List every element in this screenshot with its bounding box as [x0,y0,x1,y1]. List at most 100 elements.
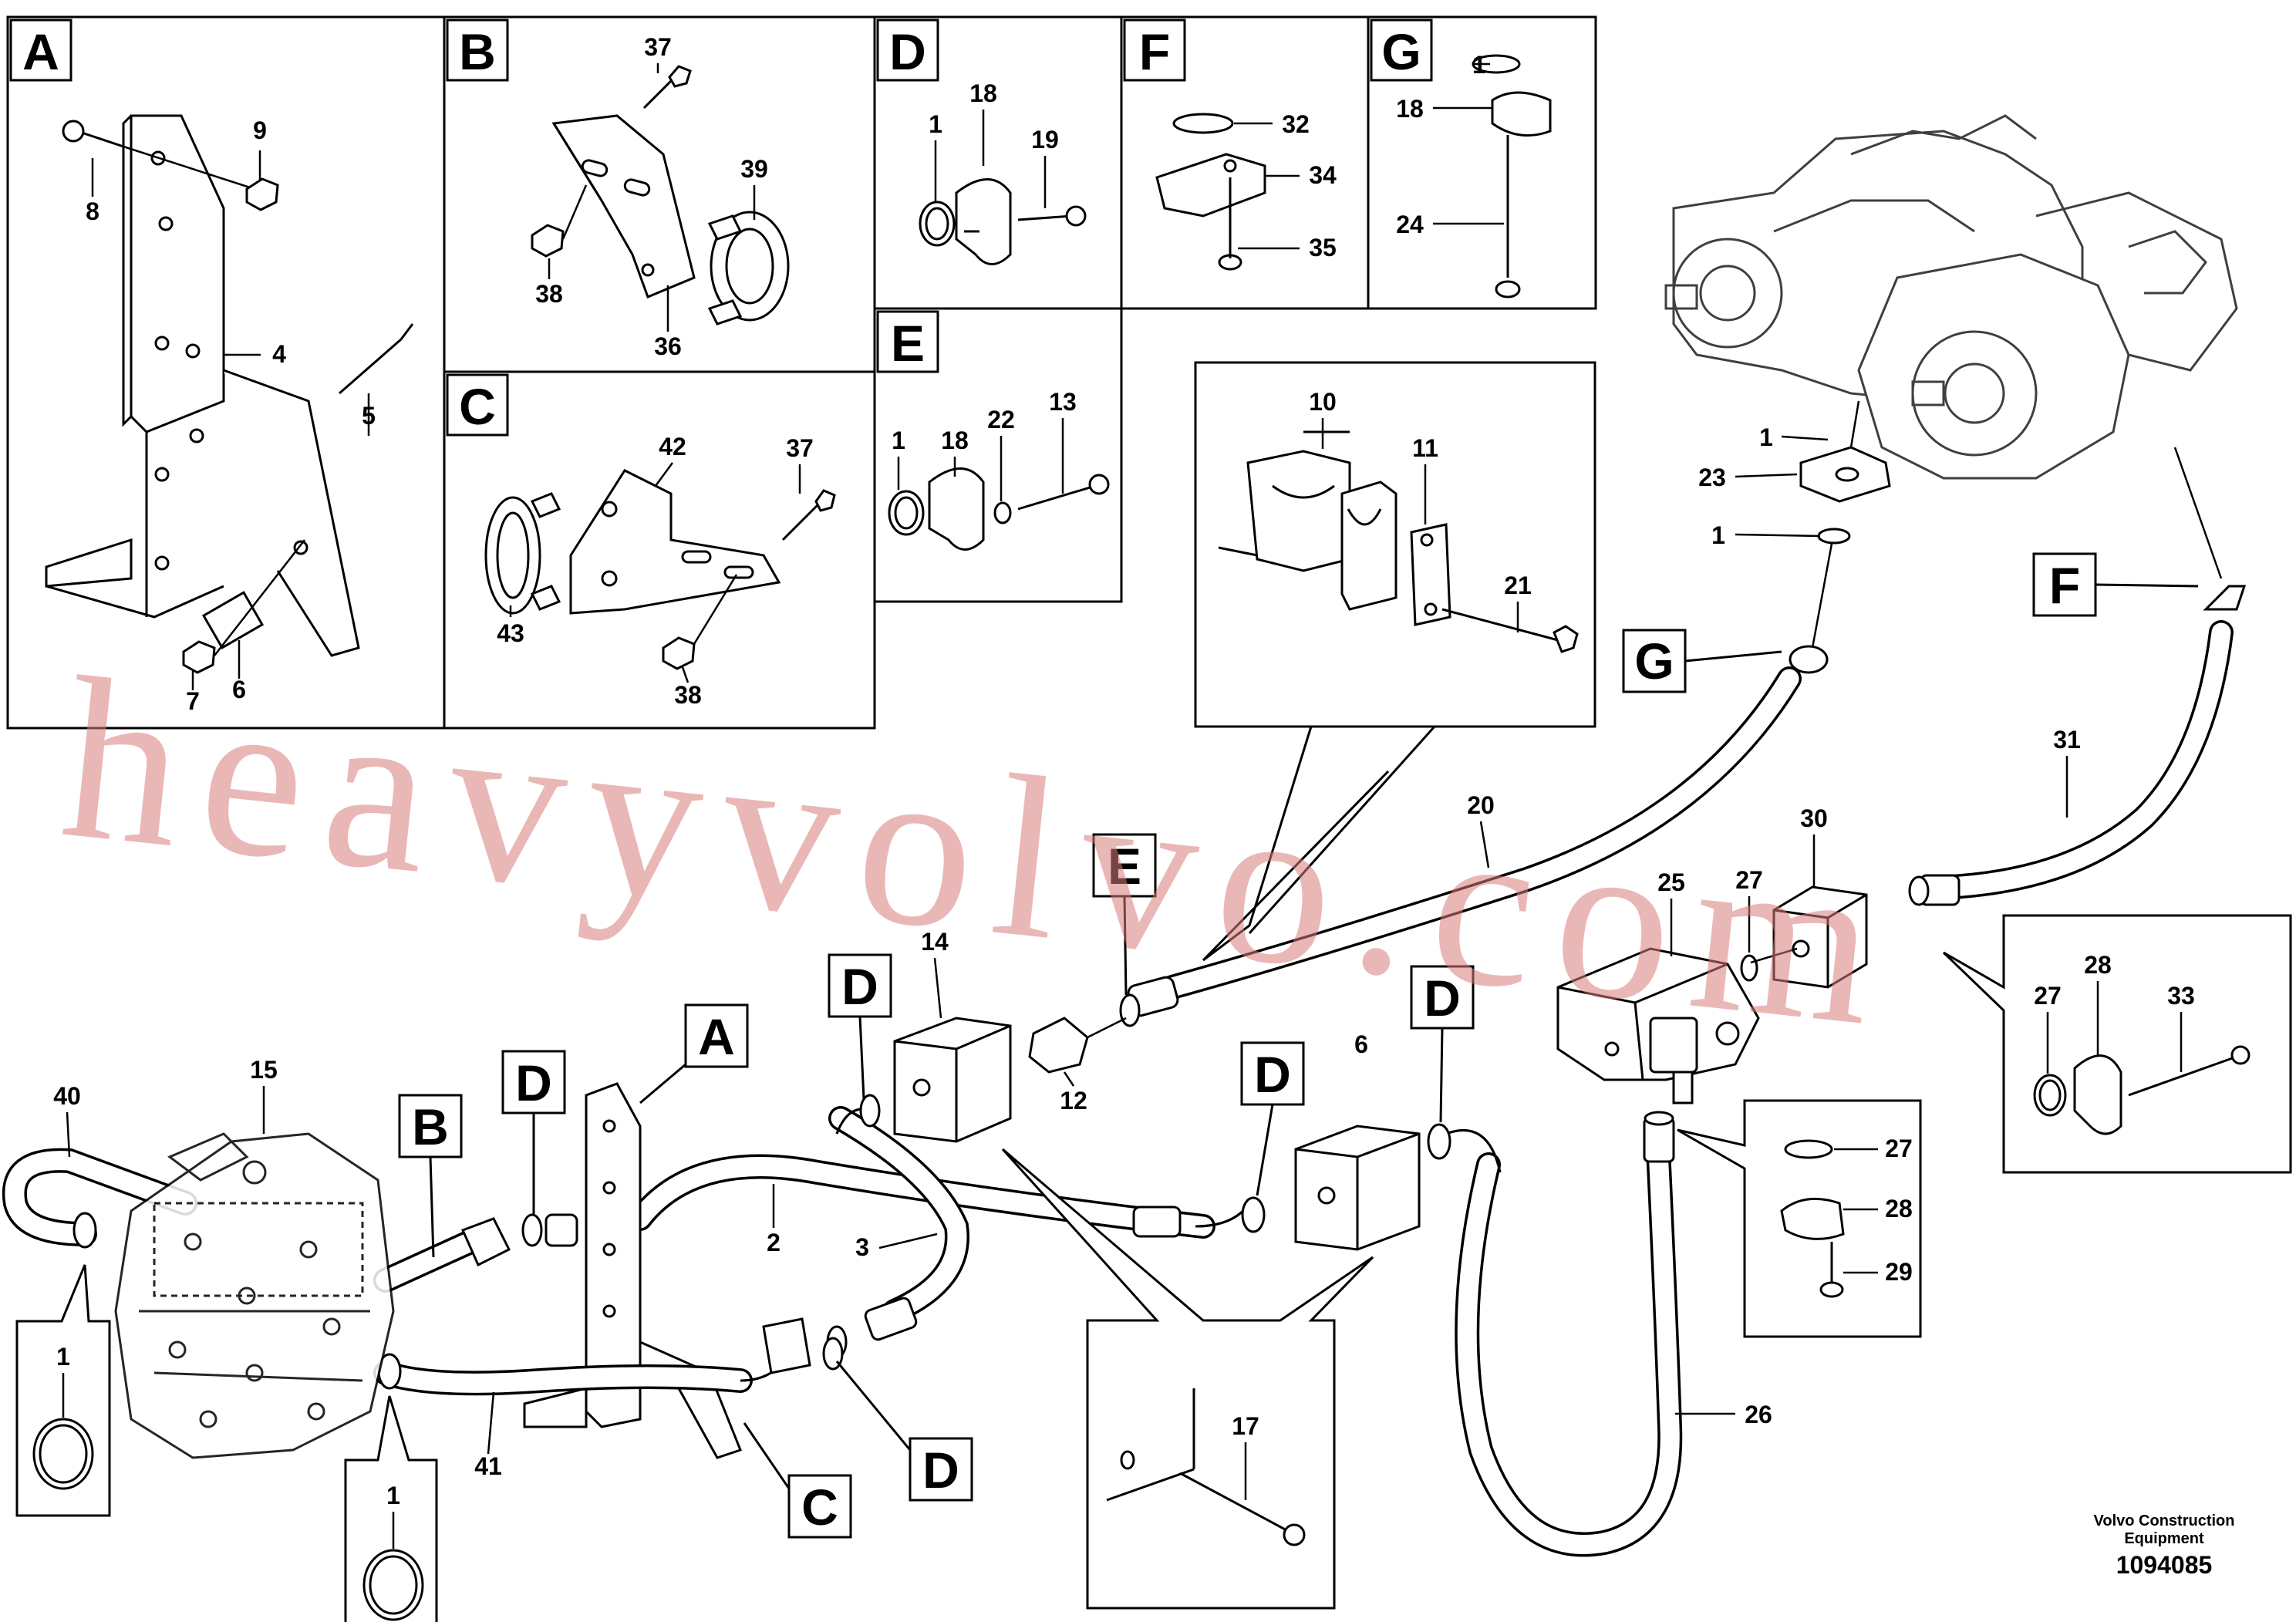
inset-oring-left: 1 [15,1264,111,1517]
inset-27-28-29: 27 28 29 [1677,1099,1922,1338]
svg-text:22: 22 [987,406,1015,433]
svg-text:1: 1 [1759,423,1773,451]
svg-text:31: 31 [2053,726,2081,754]
svg-text:28: 28 [2084,951,2112,979]
callout-e: E [1092,833,1157,996]
panel-letter-c: C [446,373,509,437]
svg-text:6: 6 [232,676,246,703]
callout-d-3: D [1410,965,1475,1123]
svg-text:7: 7 [186,687,200,715]
callout-d-2: D [1240,1041,1305,1196]
hose-20 [1119,645,1829,1027]
svg-text:18: 18 [969,79,997,107]
main-valve-number: 15 [250,1056,278,1134]
svg-text:11: 11 [1412,434,1438,462]
hose-2-3-numbers: 2 3 [767,1184,938,1261]
watermark: heavyvolvo.com [52,629,1907,1076]
valve-25 [1556,947,1760,1104]
pump-fittings [1799,400,2223,649]
panel-d-part-numbers: 18 1 19 [929,79,1059,208]
svg-text:14: 14 [921,928,949,956]
svg-text:8: 8 [86,197,99,225]
callout-d-1: D [828,953,892,1100]
callout-g: G [1622,629,1782,693]
svg-text:33: 33 [2167,982,2195,1010]
svg-text:17: 17 [1232,1412,1259,1440]
block-30-numbers: 30 27 [1735,804,1828,953]
hose-3 [826,1094,969,1359]
svg-text:23: 23 [1698,464,1726,491]
inset-27-28-33: 27 28 33 [1942,914,2292,1174]
svg-text:19: 19 [1031,126,1059,153]
svg-text:28: 28 [1885,1195,1913,1222]
svg-text:27: 27 [2034,982,2062,1010]
svg-text:37: 37 [644,33,672,61]
svg-text:B: B [459,23,496,80]
svg-text:3: 3 [855,1233,869,1261]
svg-text:27: 27 [1885,1135,1913,1162]
svg-text:38: 38 [674,681,702,709]
svg-text:25: 25 [1657,868,1685,896]
svg-text:24: 24 [1396,211,1424,238]
hose-26-number: 26 [1675,1401,1772,1428]
panel-letter-d: D [876,19,939,82]
svg-text:35: 35 [1309,234,1337,261]
detail-clamp-part-numbers: 10 11 21 [1309,388,1532,632]
callout-a: A [639,1003,749,1104]
svg-text:12: 12 [1060,1087,1087,1114]
svg-text:10: 10 [1309,388,1337,416]
callout-b: B [398,1094,463,1258]
panel-c-drawing [484,469,836,670]
svg-text:18: 18 [1396,95,1424,123]
svg-text:40: 40 [53,1082,81,1110]
svg-text:E: E [1108,838,1141,895]
svg-text:9: 9 [253,116,267,144]
svg-text:36: 36 [654,332,682,360]
hose-2 [628,1154,1266,1239]
pipe-40 [2,1148,197,1249]
inset-oring-bottom: 1 [344,1395,438,1622]
svg-text:34: 34 [1309,161,1337,189]
svg-text:1: 1 [386,1482,400,1509]
drawing-number: 1094085 [2116,1551,2213,1579]
callout-d-4: D [501,1050,566,1215]
svg-text:E: E [891,315,925,372]
svg-text:D: D [841,958,878,1015]
svg-text:15: 15 [250,1056,278,1084]
svg-text:G: G [1381,23,1421,80]
main-bracket [523,1082,742,1459]
hose-31 [1908,585,2247,906]
panel-letter-f: F [1123,19,1186,82]
panel-g-drawing [1472,54,1552,298]
panel-letter-g: G [1370,19,1433,82]
detail-clamp-box [1194,361,1596,728]
callout-c: C [743,1422,852,1539]
svg-text:32: 32 [1282,110,1310,138]
pipe-b [373,1213,578,1293]
callout-f: F [2032,552,2199,617]
svg-text:C: C [801,1479,838,1536]
valve-25-number: 25 [1657,868,1685,956]
caption: Volvo Construction Equipment 1094085 [2094,1512,2235,1579]
panel-f-drawing [1155,113,1266,271]
svg-text:39: 39 [740,155,768,183]
svg-text:18: 18 [941,427,969,454]
svg-text:21: 21 [1504,572,1532,599]
svg-text:D: D [1424,969,1461,1027]
pipe-40-number: 40 [53,1082,81,1158]
svg-text:A: A [22,23,59,80]
block-30 [1740,885,1868,989]
svg-text:D: D [922,1442,959,1499]
svg-text:13: 13 [1049,388,1077,416]
panel-b-part-numbers: 37 39 38 36 [535,33,768,360]
svg-text:D: D [515,1054,552,1111]
svg-text:26: 26 [1745,1401,1772,1428]
panel-letter-e: E [876,310,939,373]
hose-20-31-numbers: 20 31 [1467,726,2081,868]
panel-a-drawing [45,114,414,674]
svg-text:4: 4 [272,340,286,368]
panel-a-part-numbers: 8 9 4 5 6 7 [86,116,376,715]
panel-c-part-numbers: 42 37 43 38 [497,433,814,709]
block-14 [893,1017,1127,1143]
